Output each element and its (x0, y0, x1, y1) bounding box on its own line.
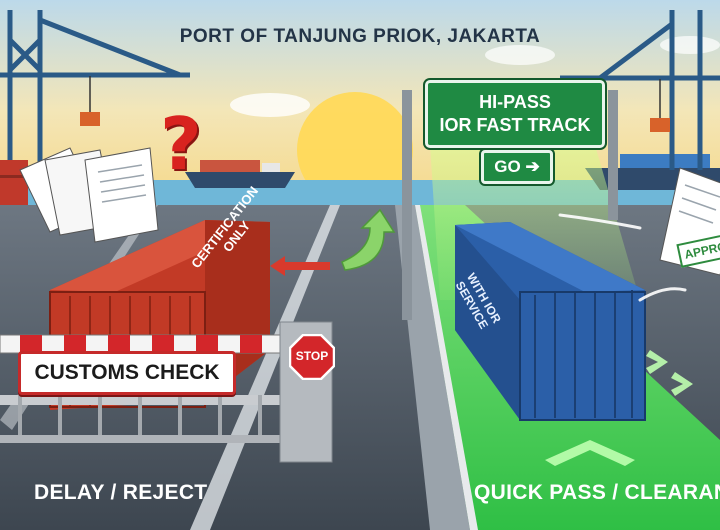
left-caption: DELAY / REJECT (34, 481, 208, 504)
hi-pass-sign: HI-PASS IOR FAST TRACK (425, 80, 605, 148)
sign-line-1: HI-PASS (479, 92, 551, 112)
stop-sign-icon: STOP (288, 333, 336, 381)
sign-line-2: IOR FAST TRACK (439, 115, 591, 135)
right-caption: QUICK PASS / CLEARANCE (474, 481, 720, 504)
customs-check-sign: CUSTOMS CHECK (18, 351, 236, 395)
page-title: PORT OF TANJUNG PRIOK, JAKARTA (179, 26, 541, 47)
go-sign: GO ➔ (481, 150, 553, 184)
question-mark-icon: ? (160, 102, 202, 186)
stop-sign-text: STOP (295, 349, 329, 363)
